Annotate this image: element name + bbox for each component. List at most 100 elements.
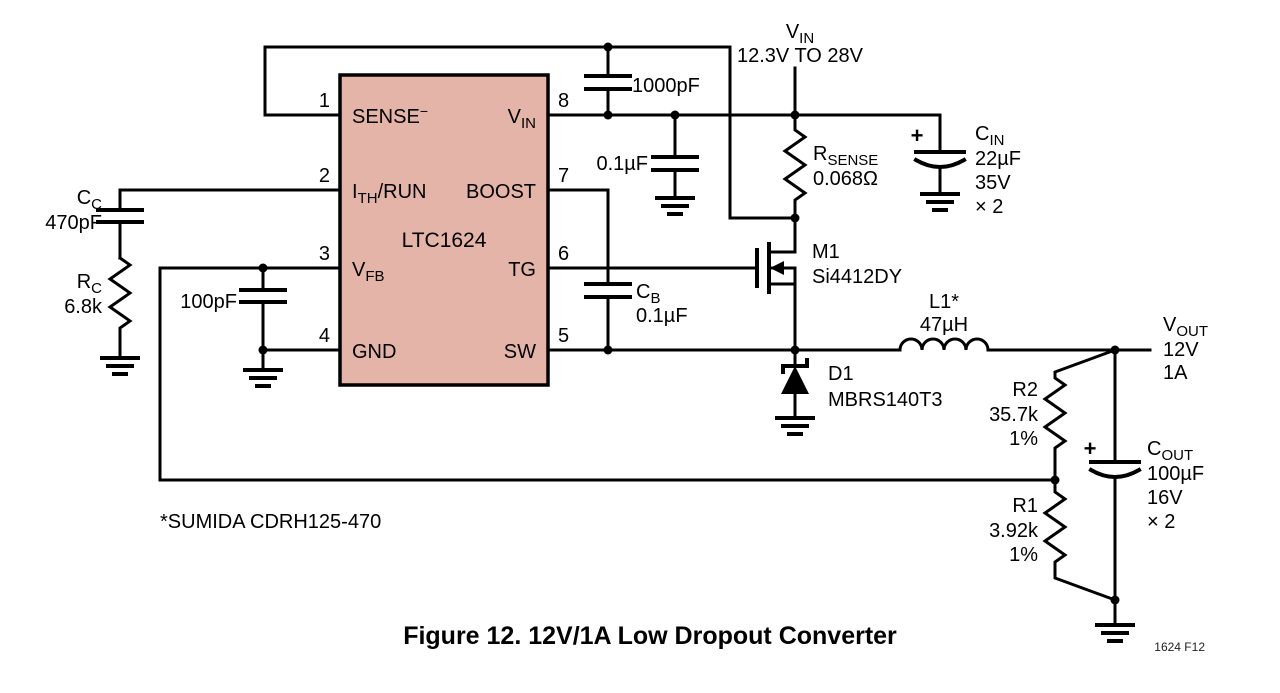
- pin-number-5: 5: [558, 325, 569, 347]
- rc-label: RC: [77, 271, 102, 297]
- component-capacitor-cb: CB 0.1µF: [584, 281, 688, 327]
- component-resistor-r1: R1 3.92k 1%: [989, 478, 1117, 602]
- rsense-symbol: [782, 113, 808, 220]
- junction-dot: [1050, 475, 1060, 485]
- vin-supply-range: 12.3V TO 28V: [737, 45, 864, 67]
- r2-ref: R2: [1012, 379, 1038, 401]
- wire-boost-to-cb: [546, 188, 610, 286]
- pin-number-2: 2: [319, 165, 330, 187]
- wire-ith-run: [118, 188, 342, 212]
- wire-feedback: [158, 266, 1057, 482]
- cin-plus-sign: +: [911, 123, 924, 148]
- cout-value: 100µF: [1147, 463, 1204, 485]
- junction-dot: [790, 213, 800, 223]
- c1000-plates: [584, 74, 632, 91]
- m1-part: Si4412DY: [812, 266, 902, 288]
- r2-tolerance: 1%: [1009, 428, 1038, 450]
- component-diode-d1: D1 MBRS140T3: [781, 348, 943, 420]
- ground-d1: [775, 416, 815, 436]
- m1-drain-lead: [767, 216, 797, 254]
- cin-value: 22µF: [975, 148, 1021, 170]
- pin-number-3: 3: [319, 243, 330, 265]
- cin-voltage: 35V: [975, 172, 1011, 194]
- pin-label-gnd: GND: [352, 341, 396, 363]
- r1-tolerance: 1%: [1009, 544, 1038, 566]
- component-capacitor-cin: + CIN 22µF 35V × 2: [911, 113, 1021, 218]
- cin-label: CIN: [975, 123, 1004, 149]
- c100-value: 100pF: [180, 291, 237, 313]
- pin-number-4: 4: [319, 325, 330, 347]
- r1-value: 3.92k: [989, 520, 1039, 542]
- vout-current: 1A: [1163, 362, 1188, 384]
- cvin-value: 0.1µF: [596, 153, 648, 175]
- ground-symbols: [100, 192, 1135, 643]
- pin-number-8: 8: [558, 90, 569, 112]
- pin-label-vfb: VFB: [352, 259, 385, 285]
- c100-plates: [239, 288, 287, 304]
- pin-number-6: 6: [558, 243, 569, 265]
- component-capacitor-cout: + COUT 100µF 16V × 2: [1084, 348, 1204, 627]
- junction-dot: [790, 110, 800, 120]
- component-capacitor-100pf: 100pF: [180, 266, 287, 352]
- cout-plate-curved: [1088, 467, 1142, 479]
- component-capacitor-1000pf: 1000pF: [584, 45, 700, 117]
- ic-ltc1624: LTC1624 1 2 3 4 8 7 6 5 SENSE− ITH/RUN V…: [319, 73, 569, 387]
- rc-value: 6.8k: [64, 296, 103, 318]
- cout-label: COUT: [1147, 438, 1193, 464]
- r1-ref: R1: [1012, 495, 1038, 517]
- junction-dot: [603, 110, 613, 120]
- junction-dots: [258, 42, 1120, 605]
- cb-label: CB: [636, 281, 660, 307]
- junction-dot: [790, 345, 800, 355]
- pin-label-sw: SW: [504, 341, 536, 363]
- component-inductor-l1: L1* 47µH: [898, 291, 990, 352]
- junction-dot: [670, 110, 680, 120]
- component-resistor-rc: RC 6.8k: [64, 255, 133, 358]
- d1-anode-triangle: [781, 366, 809, 394]
- cc-value: 470pF: [45, 212, 102, 234]
- component-capacitor-vin-decouple: 0.1µF: [596, 113, 699, 200]
- m1-body-arrow: [770, 261, 784, 275]
- component-resistor-r2: R2 35.7k 1%: [989, 348, 1117, 482]
- ground-cout: [1095, 623, 1135, 643]
- junction-dot: [258, 263, 268, 273]
- ic-name: LTC1624: [402, 229, 487, 252]
- pin-label-vin: VIN: [508, 106, 536, 132]
- cout-voltage: 16V: [1147, 487, 1183, 509]
- l1-coils: [898, 337, 990, 352]
- l1-ref: L1*: [929, 291, 959, 313]
- m1-ref: M1: [812, 241, 840, 263]
- r2-symbol: [1042, 348, 1117, 482]
- pin-number-7: 7: [558, 165, 569, 187]
- cout-quantity: × 2: [1147, 511, 1175, 533]
- vout-label: VOUT: [1163, 314, 1208, 340]
- cb-plates: [584, 282, 632, 299]
- rsense-label: RSENSE: [813, 143, 878, 169]
- pin-label-sense-minus: SENSE−: [352, 103, 428, 128]
- c1000-value: 1000pF: [632, 75, 700, 97]
- d1-part: MBRS140T3: [828, 389, 943, 411]
- cb-value: 0.1µF: [636, 305, 688, 327]
- junction-dot: [258, 345, 268, 355]
- m1-source-lead: [767, 282, 797, 352]
- ground-cvin: [655, 196, 695, 216]
- rc-symbol: [107, 255, 133, 358]
- d1-ref: D1: [828, 363, 854, 385]
- pin-label-ith-run: ITH/RUN: [352, 181, 426, 207]
- rsense-value: 0.068Ω: [813, 168, 878, 190]
- r1-symbol: [1042, 478, 1117, 602]
- junction-dot: [603, 42, 613, 52]
- component-mosfet-m1: M1 Si4412DY: [755, 216, 902, 352]
- vin-supply: VIN 12.3V TO 28V: [737, 21, 864, 67]
- component-capacitor-cc: CC 470pF: [45, 187, 144, 260]
- vin-supply-label: VIN: [786, 21, 814, 47]
- cc-plates: [96, 208, 144, 224]
- junction-dot: [1110, 595, 1120, 605]
- cout-plus-sign: +: [1084, 436, 1097, 461]
- pin-number-1: 1: [319, 90, 330, 112]
- cvin-plates: [651, 155, 699, 172]
- r2-value: 35.7k: [989, 404, 1039, 426]
- cc-label: CC: [77, 187, 102, 213]
- vout-voltage: 12V: [1163, 339, 1199, 361]
